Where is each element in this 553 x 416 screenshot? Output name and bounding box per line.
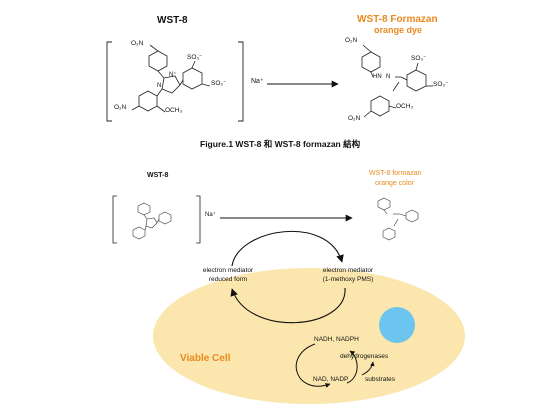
formazan-nh-label: HN [373,74,382,80]
nadh-cycle-arc [295,343,331,388]
formazan-so3-a-label: SO₃⁻ [411,55,427,62]
mediator-cycle-bottom-arc [230,287,346,324]
wst8-nplus-label: N⁺ [169,72,177,78]
wst8-no2-top-label: O₂N [131,40,144,47]
viable-cell [153,268,465,404]
wst8-no2-bottom-label: O₂N [114,104,127,111]
bottom-counter-ion: Na⁺ [205,212,216,218]
mediator-oxidized-label-line2: (1-methoxy PMS) [322,276,374,283]
wst8-och3-label: OCH₃ [165,107,183,114]
wst8-bracket [106,41,244,122]
formazan-n-label: N [386,74,391,80]
substrate-arc [361,361,375,376]
dehydrogenases-label: dehydrogenases [340,353,389,360]
wst8-structure [131,44,211,113]
substrates-label: substrates [365,376,395,383]
mediator-cycle-top-arc [231,230,344,267]
mediator-oxidized-label-line1: electron mediator [322,267,374,274]
wst8-structure-small [132,202,172,240]
wst8-small-title: WST-8 [147,172,169,179]
formazan-structure-small [377,197,419,241]
formazan-no2-bottom-label: O₂N [348,115,361,122]
figure-caption: Figure.1 WST-8 和 WST-8 formazan 結构 [200,139,361,149]
formazan-small-subtitle: orange color [375,180,414,187]
nad-reduction-arc [346,350,358,384]
nadh-label: NADH, NADPH [314,336,359,343]
wst8-so3-a-label: SO₃⁻ [187,54,203,61]
formazan-structure [361,44,433,118]
wst8-n-label: N [157,83,162,89]
wst8-bracket-small [112,195,201,244]
formazan-subtitle: orange dye [374,25,423,35]
top-counter-ion: Na⁺ [251,78,264,85]
formazan-title: WST-8 Formazan [357,14,438,25]
formazan-och3-label: OCH₃ [396,103,414,110]
viable-cell-label: Viable Cell [180,353,231,364]
mediator-reduced-label-line2: reduced form [208,276,248,283]
formazan-small-title: WST-8 formazan [369,170,422,177]
cell-nucleus [379,307,415,343]
formazan-so3-b-label: SO₃⁻ [433,81,449,88]
mediator-reduced-label-line1: electron mediator [202,267,254,274]
nad-label: NAD, NADP [313,376,349,383]
formazan-no2-top-label: O₂N [345,37,358,44]
wst8-title: WST-8 [157,15,188,26]
wst8-so3-b-label: SO₃⁻ [211,80,227,87]
